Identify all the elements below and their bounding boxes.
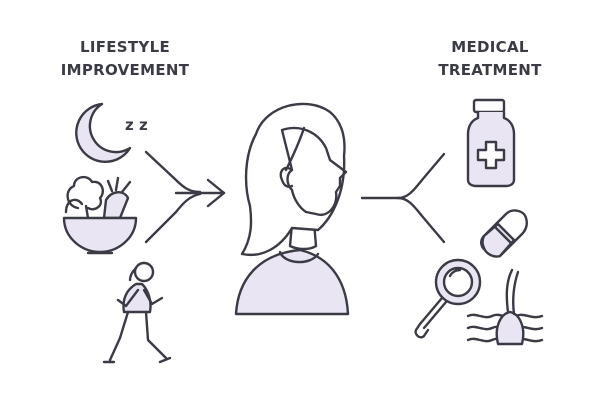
capsule-icon [480,209,528,258]
magnifier-hair-follicle-icon [414,258,544,346]
lifestyle-heading-line1: LIFESTYLE [79,38,171,56]
medical-heading-line1: MEDICAL [451,38,529,56]
sleep-text: z z [125,116,148,134]
split-arrow-icon [360,152,446,244]
medical-heading-line2: TREATMENT [438,61,542,79]
medicine-bottle-icon [466,98,516,188]
lifestyle-heading: LIFESTYLE IMPROVEMENT [40,36,210,82]
merge-arrow-icon [144,150,226,244]
moon-sleep-icon: z z [75,102,148,163]
vegetable-bowl-icon [62,175,138,255]
lifestyle-heading-line2: IMPROVEMENT [60,61,190,79]
walking-woman-icon [102,261,172,364]
woman-portrait-icon [234,102,350,316]
medical-heading: MEDICAL TREATMENT [420,36,560,82]
